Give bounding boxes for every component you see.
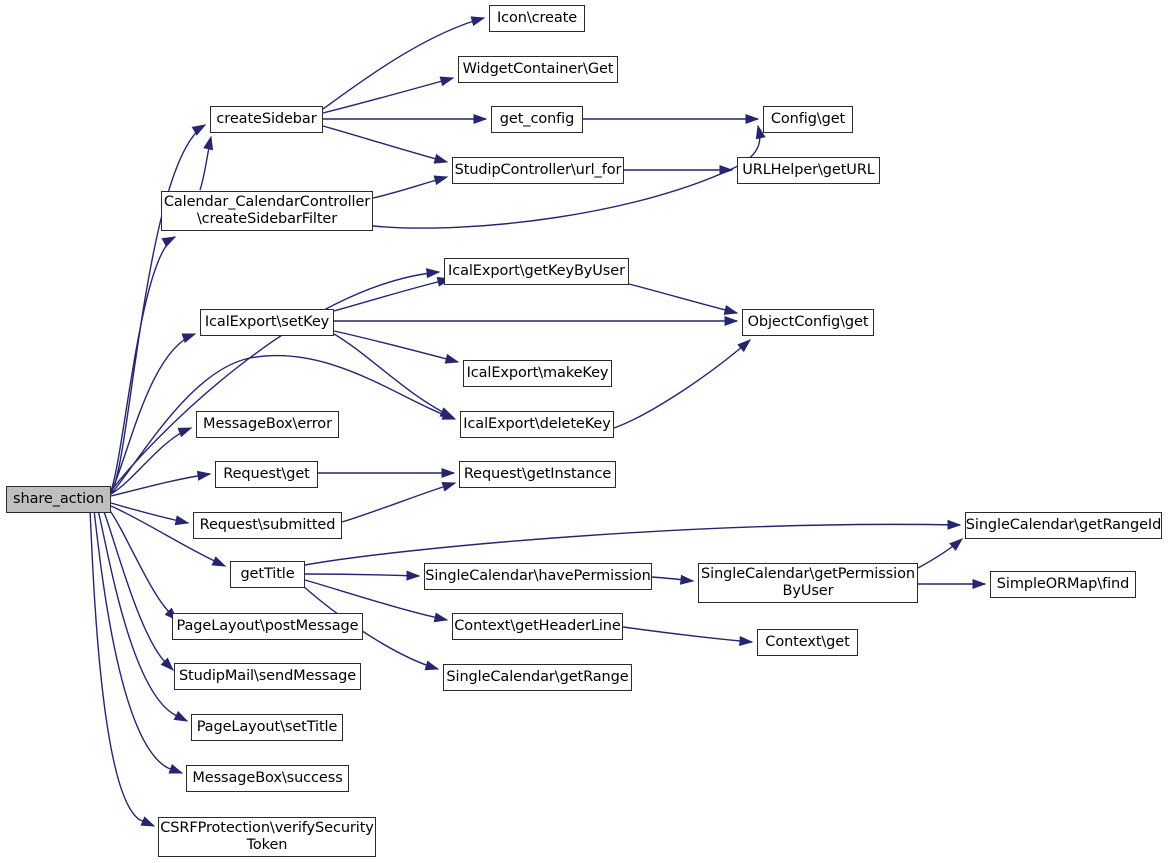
graph-node-icalexport_makekey[interactable]: IcalExport\makeKey [463,360,612,387]
graph-node-objectconfig_get[interactable]: ObjectConfig\get [742,309,874,336]
call-edge [322,125,449,164]
call-edge [333,330,460,364]
graph-node-pagelayout_postmessage[interactable]: PageLayout\postMessage [172,613,363,640]
graph-node-request_getinstance[interactable]: Request\getInstance [459,461,616,488]
call-edge [628,283,739,315]
graph-node-studipmail_sendmessage[interactable]: StudipMail\sendMessage [174,663,361,690]
graph-node-request_submitted[interactable]: Request\submitted [193,512,342,539]
call-edge [110,470,212,497]
graph-node-singlecalendar_getrange[interactable]: SingleCalendar\getRange [443,664,632,691]
graph-node-get_config[interactable]: get_config [491,106,583,133]
graph-node-singlecalendar_havepermission[interactable]: SingleCalendar\havePermission [424,563,652,590]
graph-node-createsidebar[interactable]: createSidebar [210,106,323,133]
graph-node-icon_create[interactable]: Icon\create [489,5,585,32]
graph-node-singlecalendar_getpermissionbyuser[interactable]: SingleCalendar\getPermission ByUser [698,563,918,603]
graph-node-studipcontroller_url_for[interactable]: StudipController\url_for [452,157,624,184]
call-edge [651,574,695,585]
graph-node-gettitle[interactable]: getTitle [230,561,305,588]
call-edge [333,333,455,418]
call-edge [110,502,190,526]
graph-node-config_get[interactable]: Config\get [763,106,853,133]
graph-node-share_action[interactable]: share_action [6,486,111,513]
call-edge [107,507,178,621]
graph-node-icalexport_setkey[interactable]: IcalExport\setKey [200,309,334,336]
graph-node-messagebox_success[interactable]: MessageBox\success [186,765,349,792]
graph-node-context_get[interactable]: Context\get [757,629,858,656]
graph-node-icalexport_getkeybyuser[interactable]: IcalExport\getKeyByUser [444,258,629,285]
graph-node-icalexport_deletekey[interactable]: IcalExport\deleteKey [460,411,614,438]
call-edge [622,626,754,647]
call-edge [110,236,177,492]
graph-node-calendar_createsidebarfilter[interactable]: Calendar_CalendarController \createSideb… [161,191,373,231]
call-edge [333,276,452,312]
call-edge [110,333,197,494]
call-edge [613,339,752,429]
graph-node-csrf_verifysecuritytoken[interactable]: CSRFProtection\verifySecurity Token [158,817,376,857]
call-edge [341,481,457,523]
call-edge [89,509,156,827]
call-edge [110,124,207,493]
graph-node-simpleormap_find[interactable]: SimpleORMap\find [990,571,1136,598]
graph-node-singlecalendar_getrangeid[interactable]: SingleCalendar\getRangeId [965,512,1162,539]
call-edge [110,427,193,495]
call-edge [372,175,449,199]
call-edge [304,570,421,581]
graph-node-pagelayout_settitle[interactable]: PageLayout\setTitle [191,714,343,741]
call-edge [110,268,441,492]
graph-node-urlhelper_geturl[interactable]: URLHelper\getURL [737,157,880,184]
call-edge [93,509,184,774]
graph-node-context_getheaderline[interactable]: Context\getHeaderLine [452,613,623,640]
graph-node-request_get[interactable]: Request\get [215,461,318,488]
call-edge [304,519,962,566]
call-edge [102,508,174,671]
graph-node-widgetcontainer_get[interactable]: WidgetContainer\Get [458,56,618,83]
call-edge [199,135,214,191]
graph-node-messagebox_error[interactable]: MessageBox\error [196,411,339,438]
call-edge [917,538,964,569]
call-edge [322,76,455,114]
